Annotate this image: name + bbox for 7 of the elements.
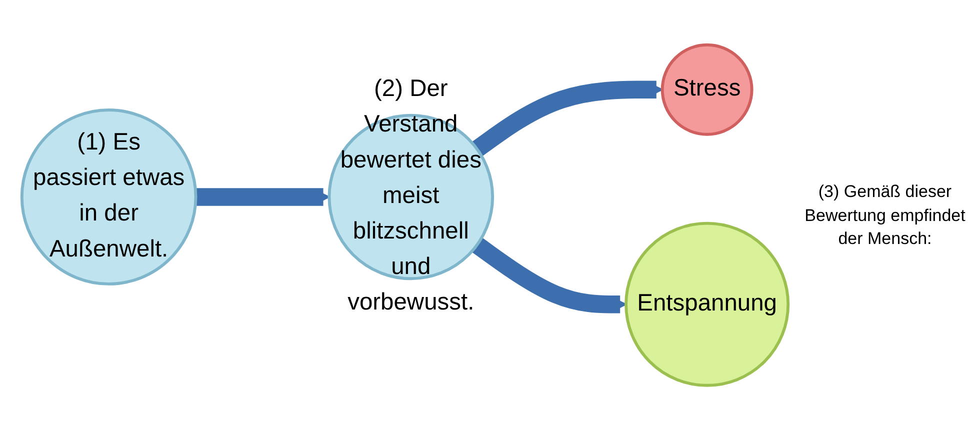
node-circle: Stress bbox=[660, 44, 754, 136]
arrow bbox=[196, 188, 330, 206]
node-circle: (1) Es passiert etwas in der Außenwelt. bbox=[20, 108, 198, 286]
arrow bbox=[472, 238, 627, 314]
note-text: (3) Gemäß dieser Bewertung empfindet der Mensch: bbox=[804, 180, 966, 250]
node-circle: Entspannung bbox=[624, 222, 790, 388]
arrow bbox=[472, 81, 663, 157]
